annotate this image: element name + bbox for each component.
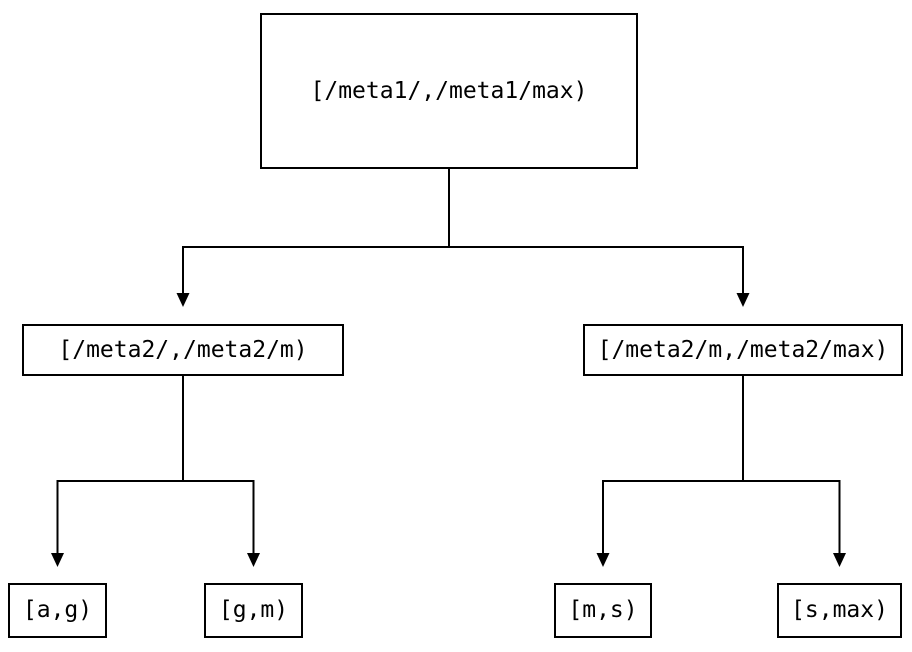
- node-leaf-m-s-label: [m,s): [568, 597, 638, 623]
- node-level2-left: [/meta2/,/meta2/m): [22, 324, 344, 376]
- node-level2-right: [/meta2/m,/meta2/max): [583, 324, 903, 376]
- node-leaf-m-s: [m,s): [554, 583, 652, 638]
- arrow-to-level2-right: [736, 246, 750, 307]
- arrow-to-leaf-gm: [247, 480, 260, 567]
- node-leaf-g-m: [g,m): [204, 583, 303, 638]
- edge-root-children: [182, 169, 744, 248]
- node-root-label: [/meta1/,/meta1/max): [310, 77, 588, 104]
- arrow-to-leaf-smax: [833, 480, 846, 567]
- edge-level2-left-children: [56, 376, 255, 482]
- node-leaf-s-max: [s,max): [777, 583, 902, 638]
- arrow-to-leaf-ag: [51, 480, 64, 567]
- node-leaf-g-m-label: [g,m): [218, 597, 289, 623]
- arrow-to-level2-left: [176, 246, 190, 307]
- node-leaf-s-max-label: [s,max): [791, 597, 888, 623]
- node-level2-left-label: [/meta2/,/meta2/m): [58, 336, 308, 363]
- arrow-to-leaf-ms: [596, 480, 610, 567]
- edge-level2-right-children: [602, 376, 841, 482]
- node-leaf-a-g-label: [a,g): [22, 597, 93, 623]
- node-level2-right-label: [/meta2/m,/meta2/max): [597, 336, 889, 363]
- node-leaf-a-g: [a,g): [8, 583, 107, 638]
- node-root: [/meta1/,/meta1/max): [260, 13, 638, 169]
